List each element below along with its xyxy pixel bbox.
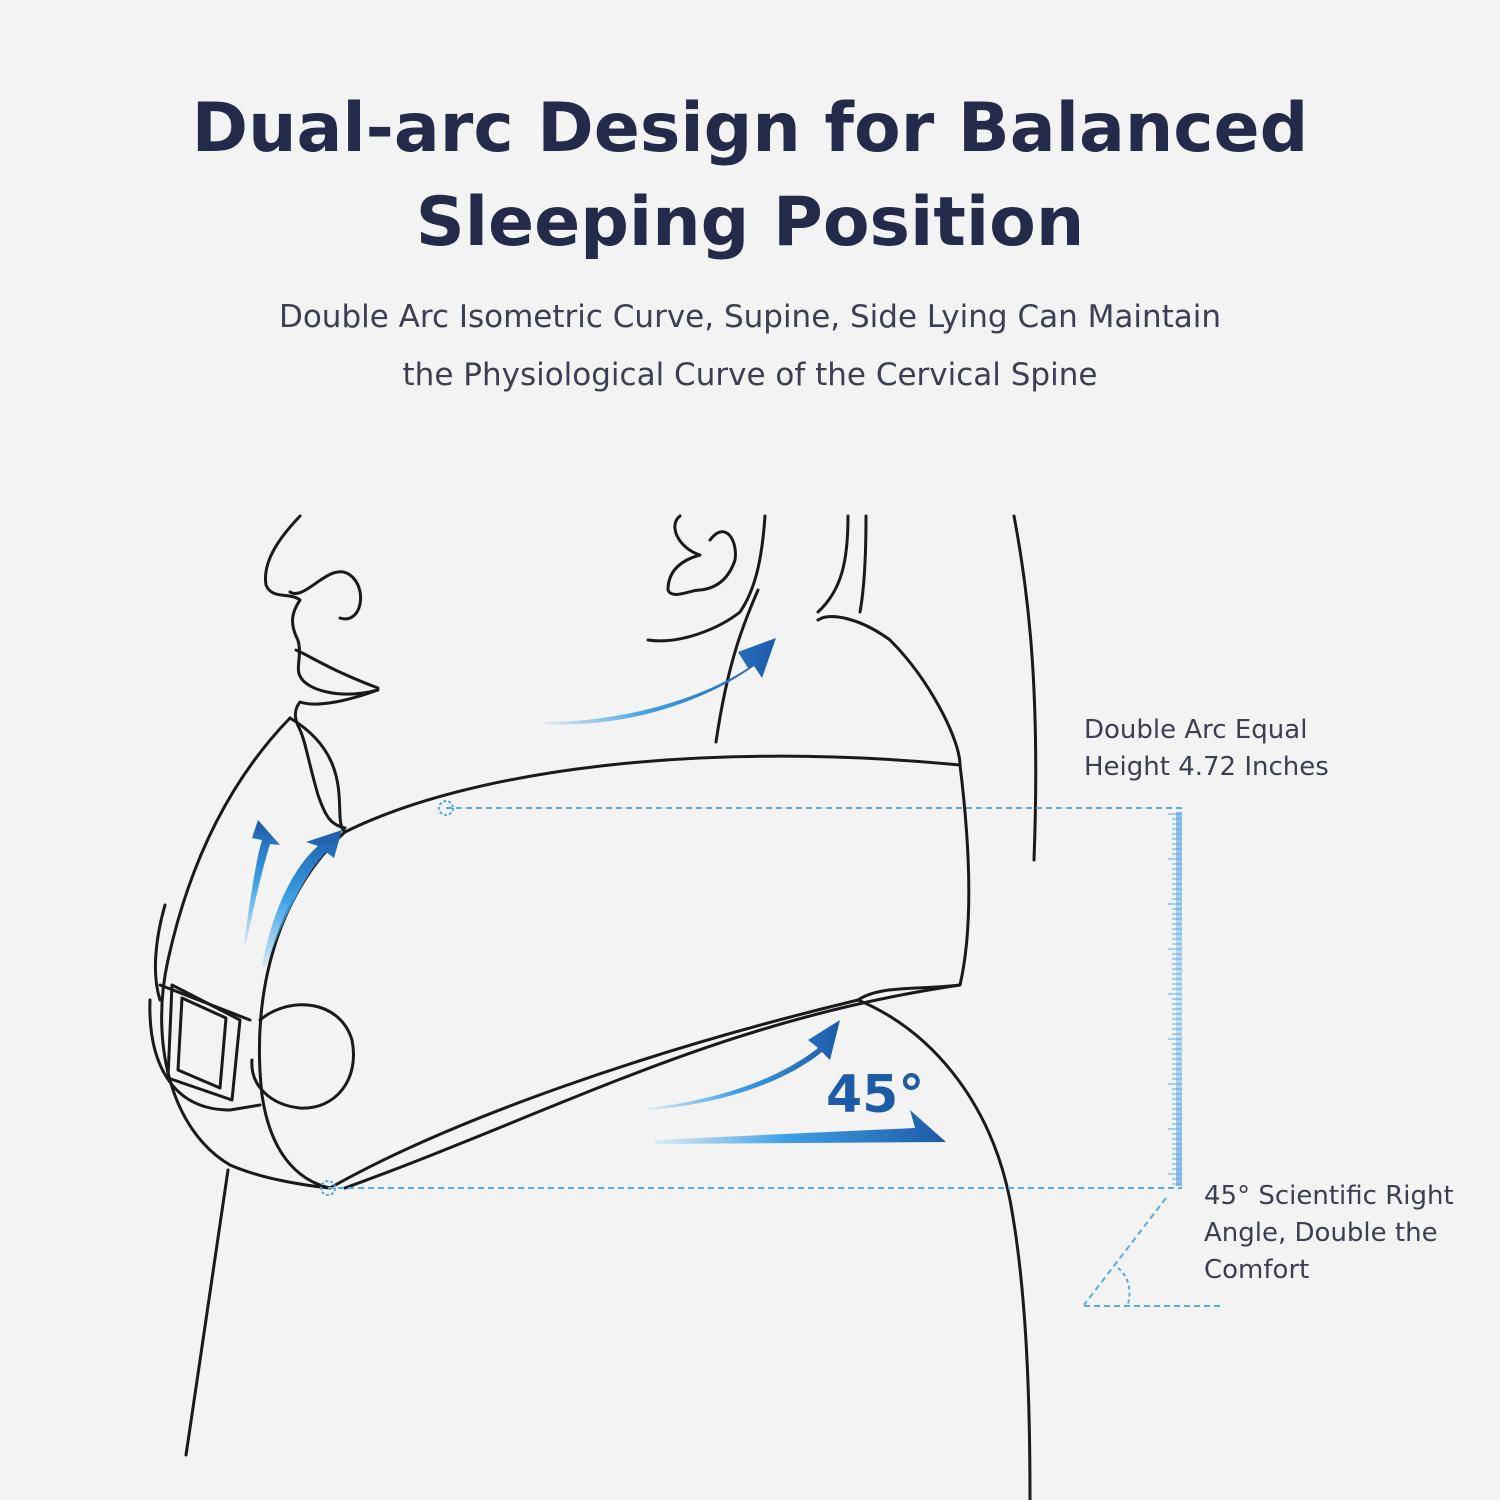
pillow-lower-band bbox=[343, 983, 962, 1190]
neck-roll bbox=[250, 1003, 355, 1110]
height-measurement bbox=[320, 800, 1220, 1307]
height-annotation-line-1: Double Arc Equal bbox=[1084, 715, 1308, 745]
angle-annotation-line-2: Angle, Double the bbox=[1204, 1218, 1438, 1248]
buckle bbox=[166, 983, 242, 1102]
angle-marker-label: 45° bbox=[826, 1065, 924, 1125]
pillow-bottom-edge bbox=[328, 998, 860, 1190]
title-line-1: Dual-arc Design for Balanced bbox=[191, 89, 1309, 168]
top-measure-dot bbox=[438, 800, 454, 816]
angle-annotation-line-3: Comfort bbox=[1204, 1255, 1310, 1285]
pillow-top-surface bbox=[288, 615, 962, 834]
ruler-ticks bbox=[1168, 813, 1182, 1185]
height-annotation: Double Arc Equal Height 4.72 Inches bbox=[1084, 712, 1384, 786]
angle-diagonal bbox=[1083, 1197, 1167, 1306]
body-front bbox=[184, 1168, 230, 1457]
page-subtitle: Double Arc Isometric Curve, Supine, Side… bbox=[150, 288, 1350, 404]
pillow-outline bbox=[148, 615, 971, 1190]
shoulder-line bbox=[856, 998, 1032, 1500]
support-arrows: 45° bbox=[244, 638, 946, 1144]
pillow-front-edge bbox=[856, 763, 971, 1002]
lips bbox=[294, 648, 380, 690]
person-outline bbox=[184, 514, 1038, 1500]
angle-annotation: 45° Scientific Right Angle, Double the C… bbox=[1204, 1178, 1494, 1289]
shoulder-arrow-upper bbox=[648, 1020, 840, 1110]
subtitle-line-2: the Physiological Curve of the Cervical … bbox=[402, 357, 1098, 393]
angle-arc bbox=[1117, 1267, 1131, 1305]
angle-annotation-line-1: 45° Scientific Right bbox=[1204, 1181, 1454, 1211]
neck-front bbox=[714, 588, 760, 744]
back-line bbox=[1012, 514, 1038, 862]
title-line-2: Sleeping Position bbox=[415, 183, 1085, 262]
nostril bbox=[288, 570, 363, 621]
neck-arrow bbox=[545, 638, 776, 725]
pillow-inner-arc bbox=[257, 830, 347, 1190]
bottom-measure-dot bbox=[320, 1180, 336, 1196]
head-arrow-right bbox=[262, 830, 342, 966]
jaw-line bbox=[646, 514, 767, 643]
subtitle-line-1: Double Arc Isometric Curve, Supine, Side… bbox=[278, 299, 1222, 335]
page-title: Dual-arc Design for Balanced Sleeping Po… bbox=[100, 82, 1400, 270]
ear bbox=[666, 514, 737, 596]
pillow-outer-shell bbox=[160, 716, 332, 1190]
height-annotation-line-2: Height 4.72 Inches bbox=[1084, 752, 1329, 782]
head-arrow-left bbox=[244, 820, 280, 944]
face-profile bbox=[263, 514, 380, 830]
shoulder-arrow-lower bbox=[655, 1110, 946, 1144]
neck-back bbox=[816, 514, 868, 614]
